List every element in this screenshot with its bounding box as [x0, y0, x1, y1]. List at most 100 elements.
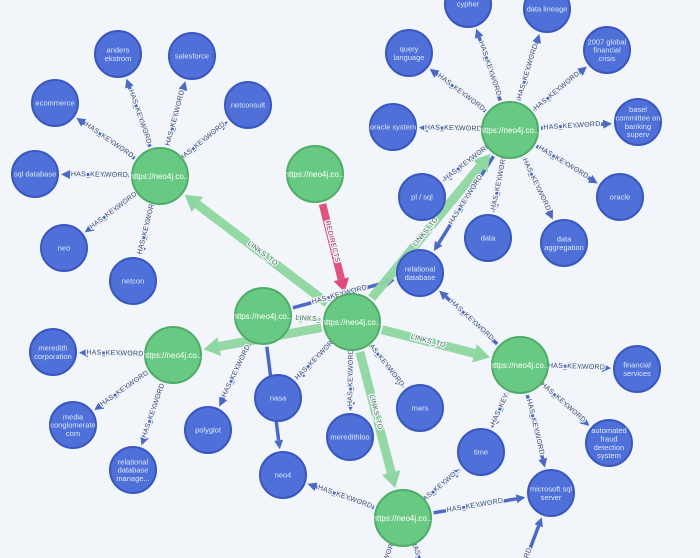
edge-has_keyword[interactable] — [69, 172, 130, 178]
arrowhead-links_to — [381, 470, 401, 488]
arrowhead-has_keyword — [346, 401, 356, 412]
node-g7[interactable] — [491, 336, 549, 394]
edge-has_keyword[interactable] — [435, 72, 487, 113]
node-pl-sql[interactable] — [398, 173, 446, 221]
edge-label: HAS_KEYWORD — [165, 89, 187, 146]
node-oracle[interactable] — [596, 173, 644, 221]
node-relational-database-manage[interactable] — [109, 446, 157, 494]
edge-label: HAS_KEYWORD — [516, 43, 539, 100]
edge-has_keyword[interactable] — [127, 86, 152, 148]
node-oracle-system[interactable] — [369, 103, 417, 151]
edge-has_keyword[interactable] — [542, 384, 584, 422]
node-data-aggregation[interactable] — [540, 219, 588, 267]
edge-label: HAS_KEYWORD — [446, 498, 504, 514]
node-g1[interactable] — [131, 147, 189, 205]
edge-label: HAS_KEYWORD — [521, 157, 552, 212]
node-g5[interactable] — [234, 287, 292, 345]
edge-has_keyword[interactable] — [427, 126, 480, 131]
edge-has_keyword[interactable] — [301, 342, 332, 375]
node-anders-ekstrom[interactable] — [94, 30, 142, 78]
edge-has_keyword[interactable] — [87, 351, 143, 356]
node-g4[interactable] — [323, 293, 381, 351]
node-nasa[interactable] — [254, 374, 302, 422]
edge-has_keyword[interactable] — [142, 383, 165, 438]
edge-has_keyword[interactable] — [348, 352, 354, 403]
edge-has_keyword[interactable] — [550, 364, 603, 370]
node-sql-database[interactable] — [11, 150, 59, 198]
node-data[interactable] — [464, 214, 512, 262]
arrowhead-has_keyword — [137, 245, 147, 256]
edge-has_keyword[interactable] — [532, 70, 582, 112]
node-crisis-2007[interactable] — [583, 26, 631, 74]
edge-has_keyword[interactable] — [505, 525, 541, 558]
node-meredith-corporation[interactable] — [29, 328, 77, 376]
node-g2[interactable] — [481, 101, 539, 159]
edge-has_keyword[interactable] — [437, 155, 495, 245]
edge-has_keyword[interactable] — [82, 121, 136, 160]
edge-redirects[interactable] — [318, 203, 345, 281]
node-ecommerce[interactable] — [31, 79, 79, 127]
edge-has_keyword[interactable] — [412, 546, 432, 558]
node-g3[interactable] — [286, 145, 344, 203]
node-mars[interactable] — [396, 384, 444, 432]
node-netconsult[interactable] — [224, 81, 272, 129]
node-neo4[interactable] — [259, 451, 307, 499]
node-netcon[interactable] — [109, 257, 157, 305]
edge-has_keyword[interactable] — [477, 36, 502, 102]
edge-has_keyword[interactable] — [444, 295, 499, 346]
edge-has_keyword[interactable] — [433, 497, 517, 515]
node-basel-committee[interactable] — [614, 98, 662, 146]
arrowhead-has_keyword — [94, 401, 105, 411]
edge-label: HAS_KEYWORD — [84, 121, 135, 159]
node-media-conglomerate-com[interactable] — [49, 401, 97, 449]
edge-has_keyword[interactable] — [493, 160, 506, 205]
edge-has_keyword[interactable] — [140, 205, 154, 248]
arrowhead-has_keyword — [587, 174, 598, 184]
edge-has_keyword[interactable] — [166, 89, 185, 147]
node-salesforce[interactable] — [168, 32, 216, 80]
edge-has_keyword[interactable] — [369, 345, 400, 382]
node-meredithloo[interactable] — [326, 413, 374, 461]
edge-links_to_thin[interactable] — [301, 317, 322, 322]
edge-has_keyword[interactable] — [448, 147, 487, 178]
edge-has_keyword[interactable] — [292, 280, 387, 310]
edge-has_keyword[interactable] — [90, 193, 137, 229]
node-data-lineage[interactable] — [523, 0, 571, 33]
edge-has_keyword[interactable] — [540, 122, 604, 130]
node-microsoft-sql-server[interactable] — [527, 469, 575, 517]
edge-has_keyword[interactable] — [535, 144, 592, 181]
node-g8[interactable] — [374, 489, 432, 547]
edge-has_keyword[interactable] — [183, 125, 222, 158]
arrowhead-has_keyword — [433, 240, 443, 251]
edge-links_to[interactable] — [380, 325, 476, 358]
edge-has_keyword[interactable] — [521, 157, 551, 213]
edge-has_keyword[interactable] — [100, 371, 149, 407]
edge-has_keyword[interactable] — [315, 485, 375, 510]
edge-links_to[interactable] — [194, 200, 331, 307]
edge-has_keyword[interactable] — [525, 394, 545, 460]
edge-label: LINKS_TO — [410, 334, 447, 350]
arrowhead-has_keyword — [601, 363, 612, 373]
edge-links_to[interactable] — [368, 163, 484, 301]
edge-label: HAS_KEYWORD — [448, 298, 495, 342]
node-time[interactable] — [457, 428, 505, 476]
edge-links_to[interactable] — [355, 350, 396, 474]
node-neo[interactable] — [40, 224, 88, 272]
node-g6[interactable] — [144, 326, 202, 384]
node-cypher[interactable] — [444, 0, 492, 28]
edge-has_keyword[interactable] — [517, 41, 539, 101]
arrowhead-has_keyword — [217, 121, 228, 131]
edge-has_keyword[interactable] — [376, 546, 394, 558]
edge-has_keyword[interactable] — [493, 392, 509, 421]
node-query-language[interactable] — [385, 29, 433, 77]
arrowhead-has_keyword — [544, 209, 553, 220]
node-relational-database[interactable] — [396, 249, 444, 297]
edge-has_keyword[interactable] — [221, 343, 252, 400]
node-automated-fraud-detection-system[interactable] — [585, 419, 633, 467]
node-financial-services[interactable] — [613, 345, 661, 393]
arrowhead-has_keyword — [219, 396, 228, 407]
node-polyglot[interactable] — [184, 406, 232, 454]
edge-has_keyword[interactable] — [425, 473, 456, 500]
